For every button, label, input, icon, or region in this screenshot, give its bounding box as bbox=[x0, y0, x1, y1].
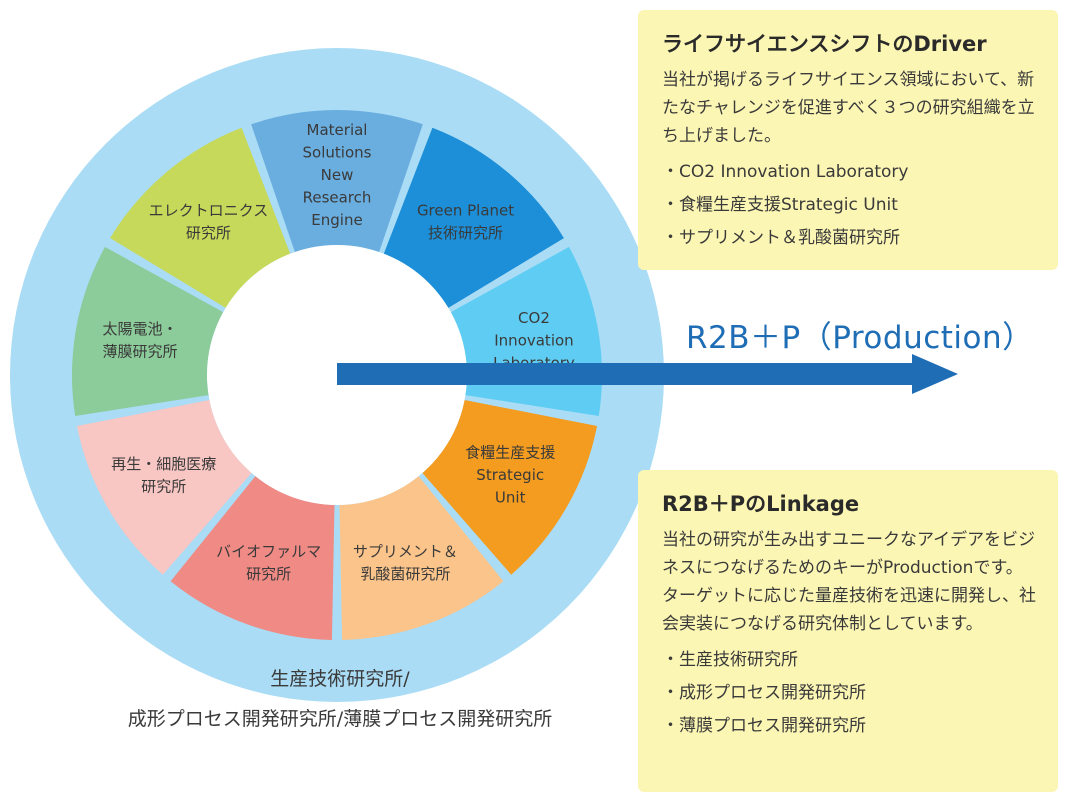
segment-green-planet bbox=[383, 127, 564, 308]
list-item: 生産技術研究所 bbox=[662, 644, 1036, 677]
segment-electronics bbox=[110, 127, 291, 308]
segment-food-strategic-unit bbox=[422, 400, 598, 575]
segment-label-biopharma: バイオファルマ研究所 bbox=[216, 543, 321, 584]
driver-box-list: CO2 Innovation Laboratory 食糧生産支援Strategi… bbox=[662, 156, 1036, 255]
list-item: 成形プロセス開発研究所 bbox=[662, 677, 1036, 710]
linkage-box-title: R2B＋PのLinkage bbox=[662, 492, 860, 516]
arrow-head-icon bbox=[912, 354, 958, 394]
list-item: 薄膜プロセス開発研究所 bbox=[662, 710, 1036, 743]
segment-regenerative-medicine bbox=[76, 400, 252, 575]
driver-box-body: 当社が掲げるライフサイエンス領域において、新たなチャレンジを促進すべく３つの研究… bbox=[662, 70, 1035, 146]
segment-label-supplement-lactic: サプリメント＆乳酸菌研究所 bbox=[353, 543, 458, 584]
segment-biopharma bbox=[170, 476, 335, 640]
segment-supplement-lactic bbox=[339, 476, 504, 640]
driver-box-title: ライフサイエンスシフトのDriver bbox=[662, 32, 987, 56]
arrow-shaft bbox=[337, 363, 915, 385]
segment-label-electronics: エレクトロニクス研究所 bbox=[149, 202, 269, 243]
bottom-label-line-1: 生産技術研究所/ bbox=[270, 668, 410, 690]
life-science-driver-box: ライフサイエンスシフトのDriver 当社が掲げるライフサイエンス領域において、… bbox=[638, 10, 1058, 270]
linkage-box: R2B＋PのLinkage 当社の研究が生み出すユニークなアイデアをビジネスにつ… bbox=[638, 470, 1058, 792]
list-item: サプリメント＆乳酸菌研究所 bbox=[662, 222, 1036, 255]
segment-label-regenerative-medicine: 再生・細胞医療研究所 bbox=[111, 455, 216, 496]
segment-label-solar-thin-film: 太陽電池・薄膜研究所 bbox=[103, 320, 178, 361]
r2b-production-title: R2B＋P（Production） bbox=[686, 320, 1034, 356]
segment-material-solutions bbox=[251, 110, 423, 253]
segment-solar-thin-film bbox=[72, 246, 224, 416]
list-item: 食糧生産支援Strategic Unit bbox=[662, 189, 1036, 222]
bottom-label-line-2: 成形プロセス開発研究所/薄膜プロセス開発研究所 bbox=[127, 708, 553, 730]
linkage-box-list: 生産技術研究所 成形プロセス開発研究所 薄膜プロセス開発研究所 bbox=[662, 644, 1036, 743]
list-item: CO2 Innovation Laboratory bbox=[662, 156, 1036, 189]
linkage-box-body: 当社の研究が生み出すユニークなアイデアをビジネスにつなげるためのキーがProdu… bbox=[662, 530, 1036, 634]
